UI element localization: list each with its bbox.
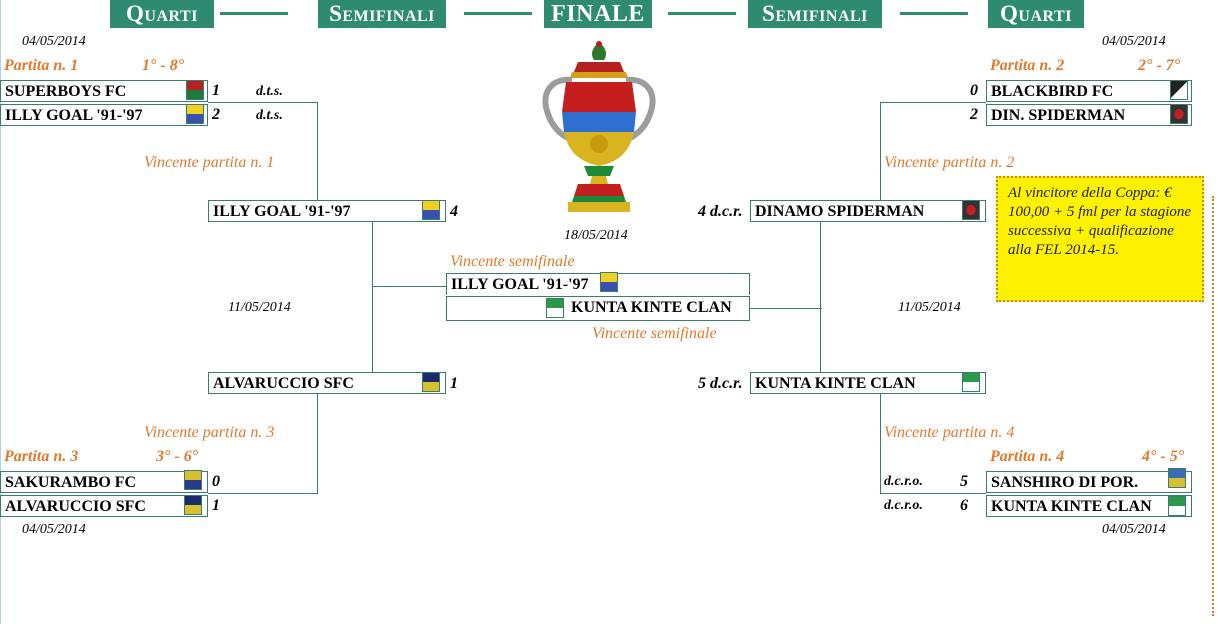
bracket-line: [208, 102, 318, 103]
match3-seeds: 3° - 6°: [156, 448, 199, 465]
match1-note2: d.t.s.: [256, 108, 283, 123]
dotted-border: [1212, 196, 1214, 616]
team-crest-icon: [184, 470, 202, 490]
team-crest-icon: [962, 372, 980, 392]
match4-seeds: 4° - 5°: [1142, 448, 1185, 465]
bracket-line: [317, 394, 318, 494]
bracket-line: [372, 222, 373, 372]
team-crest-icon: [1168, 468, 1186, 488]
match1-title: Partita n. 1: [4, 57, 79, 74]
bracket-line: [880, 102, 881, 200]
match1-team1: SUPERBOYS FC: [0, 80, 208, 102]
prize-note: Al vincitore della Coppa: € 100,00 + 5 f…: [996, 176, 1204, 302]
date-quarti-bottom-right: 04/05/2014: [1102, 522, 1166, 537]
team-crest-icon: [962, 200, 980, 220]
date-quarti-top-right: 04/05/2014: [1102, 34, 1166, 49]
match3-score1: 0: [212, 473, 220, 490]
semi-left-score2: 1: [450, 375, 458, 392]
final-team1: ILLY GOAL '91-'97: [446, 273, 750, 295]
semi-left-team1: ILLY GOAL '91-'97: [208, 200, 446, 222]
match3-team2: ALVARUCCIO SFC: [0, 495, 208, 517]
match2-score1: 0: [970, 82, 978, 99]
match4-title: Partita n. 4: [990, 448, 1065, 465]
bracket-line: [820, 222, 821, 372]
bracket-line: [208, 493, 318, 494]
header-quarti-left: Quarti: [110, 0, 214, 28]
match1-note1: d.t.s.: [256, 84, 283, 99]
date-semi-left: 11/05/2014: [228, 300, 291, 315]
team-crest-icon: [186, 104, 204, 124]
semi-left-score1: 4: [450, 203, 458, 220]
semi-right-team1: DINAMO SPIDERMAN: [750, 200, 986, 222]
match2-title: Partita n. 2: [990, 57, 1065, 74]
match2-score2: 2: [970, 106, 978, 123]
team-crest-icon: [600, 272, 618, 292]
team-crest-icon: [1170, 80, 1188, 100]
semi-left-team2: ALVARUCCIO SFC: [208, 372, 446, 394]
date-quarti-top-left: 04/05/2014: [22, 34, 86, 49]
match2-seeds: 2° - 7°: [1138, 57, 1181, 74]
header-connector: [900, 12, 968, 15]
final-label-bottom: Vincente semifinale: [592, 325, 717, 342]
bracket-line: [880, 394, 881, 494]
header-finale: FINALE: [544, 0, 652, 28]
bracket-line: [317, 102, 318, 200]
semi-right-score2: 5 d.c.r.: [698, 375, 743, 392]
team-crest-icon: [422, 200, 440, 220]
bracket-line: [880, 102, 986, 103]
team-crest-icon: [184, 495, 202, 515]
header-connector: [668, 12, 736, 15]
match3-team1: SAKURAMBO FC: [0, 471, 208, 493]
date-final: 18/05/2014: [564, 228, 628, 243]
bracket-line: [446, 296, 750, 297]
header-semifinali-left: Semifinali: [318, 0, 446, 28]
match4-note1: d.c.r.o.: [884, 474, 923, 489]
match3-score2: 1: [212, 497, 220, 514]
header-connector: [464, 12, 532, 15]
bracket-line: [372, 286, 446, 287]
team-crest-icon: [1170, 104, 1188, 124]
match4-score2: 6: [960, 497, 968, 514]
bracket-line: [880, 493, 986, 494]
match3-title: Partita n. 3: [4, 448, 79, 465]
team-crest-icon: [1168, 496, 1186, 516]
final-label-top: Vincente semifinale: [450, 253, 575, 270]
match4-note2: d.c.r.o.: [884, 498, 923, 513]
date-quarti-bottom-left: 04/05/2014: [22, 522, 86, 537]
match4-team1: SANSHIRO DI POR.: [986, 471, 1192, 493]
trophy-icon: [542, 41, 656, 212]
match2-winner-label: Vincente partita n. 2: [884, 154, 1015, 171]
match2-team2: DIN. SPIDERMAN: [986, 104, 1192, 126]
match1-score2: 2: [212, 106, 220, 123]
match4-score1: 5: [960, 473, 968, 490]
match3-winner-label: Vincente partita n. 3: [144, 424, 275, 441]
semi-right-team2: KUNTA KINTE CLAN: [750, 372, 986, 394]
match1-team2: ILLY GOAL '91-'97: [0, 104, 208, 126]
team-crest-icon: [422, 372, 440, 392]
sheet-left-border: [0, 0, 1, 624]
match1-score1: 1: [212, 82, 220, 99]
match4-winner-label: Vincente partita n. 4: [884, 424, 1015, 441]
match2-team1: BLACKBIRD FC: [986, 80, 1192, 102]
header-connector: [220, 12, 288, 15]
match1-winner-label: Vincente partita n. 1: [144, 154, 275, 171]
team-crest-icon: [186, 80, 204, 100]
date-semi-right: 11/05/2014: [898, 300, 961, 315]
semi-right-score1: 4 d.c.r.: [698, 203, 743, 220]
team-crest-icon: [546, 298, 564, 318]
header-semifinali-right: Semifinali: [748, 0, 882, 28]
bracket-line: [750, 308, 822, 309]
match4-team2: KUNTA KINTE CLAN: [986, 495, 1192, 517]
match1-seeds: 1° - 8°: [142, 57, 185, 74]
final-team2: KUNTA KINTE CLAN: [446, 297, 750, 321]
header-quarti-right: Quarti: [988, 0, 1084, 28]
